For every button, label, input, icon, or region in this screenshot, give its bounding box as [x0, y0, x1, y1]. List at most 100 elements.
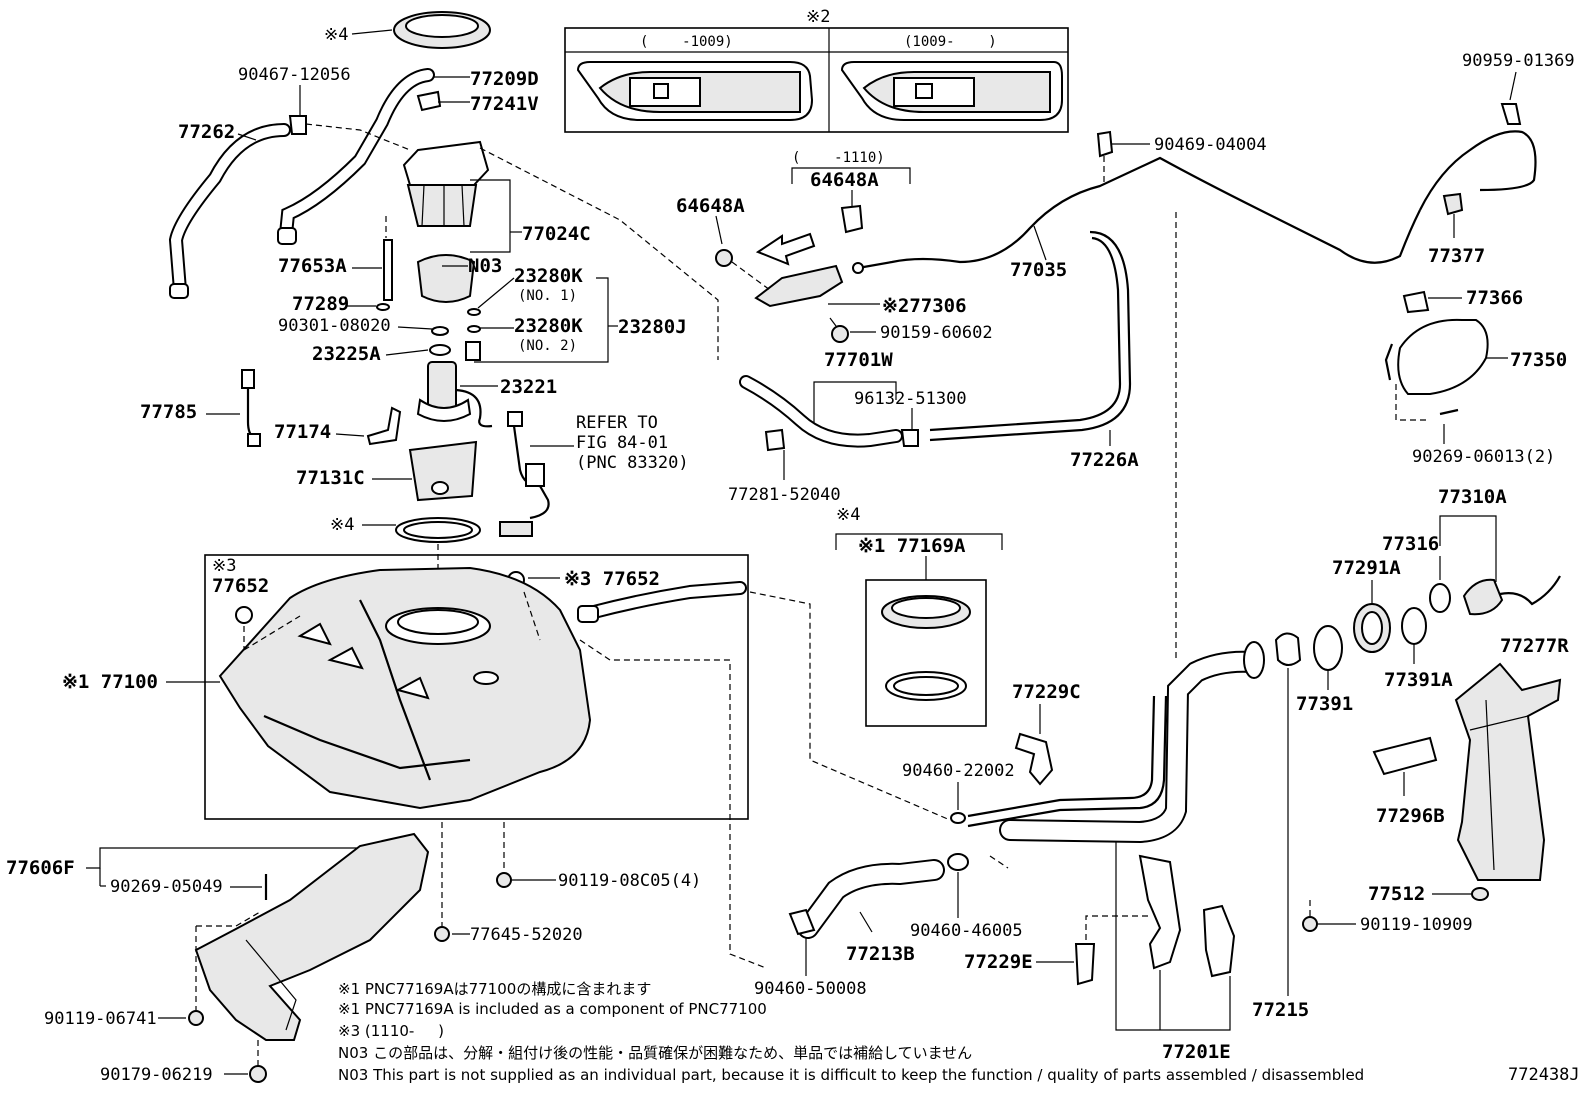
label-23280K-no1-sub: (NO. 1) — [518, 288, 577, 304]
label-77377: 77377 — [1428, 245, 1485, 267]
sensor-pipe — [383, 239, 393, 301]
label-mark4-mid: ※4 — [330, 515, 354, 535]
label-77241V: 77241V — [470, 93, 539, 115]
clamp-96132 — [900, 429, 919, 447]
connector-77785 — [241, 369, 255, 389]
clamp-90460-50008 — [788, 908, 816, 936]
label-77310A: 77310A — [1438, 486, 1507, 508]
ring-77391A — [1401, 607, 1427, 645]
note-1-jp: ※1 PNC77169Aは77100の構成に含まれます — [338, 980, 651, 998]
tank-frame — [204, 554, 749, 820]
inset-right-range: (1009- ) — [904, 34, 997, 50]
bolt-90119-08C05 — [496, 872, 512, 888]
bracket-77201E-b — [1202, 904, 1236, 978]
label-77306: ※277306 — [882, 295, 967, 317]
label-77606F: 77606F — [6, 857, 75, 879]
label-90119-06741: 90119-06741 — [44, 1009, 157, 1029]
label-77035: 77035 — [1010, 259, 1067, 281]
fuel-pump-icon-left — [653, 83, 669, 99]
tank-protector: 77606F 90269-05049 90119-08C05(4) 77645-… — [6, 822, 701, 1085]
note-n03-en: N03 This part is not supplied as an indi… — [338, 1066, 1364, 1084]
tank-ring-kit: ※4 ※1 77169A — [835, 505, 1003, 727]
label-90460-22002: 90460-22002 — [902, 761, 1015, 781]
label-23280K-no2-sub: (NO. 2) — [518, 338, 577, 354]
note-1-en: ※1 PNC77169A is included as a component … — [338, 1000, 767, 1018]
bracket-77296B — [1372, 736, 1438, 776]
inset-fuel-door-opener: ※2 ( -1009) (1009- ) — [564, 7, 1069, 133]
label-23280K-no2: 23280K — [514, 315, 583, 337]
label-64648A-left: 64648A — [676, 195, 745, 217]
inset-mark: ※2 — [806, 7, 830, 27]
clip-90467 — [288, 115, 307, 135]
label-23225A: 23225A — [312, 343, 381, 365]
label-77281-52040: 77281-52040 — [728, 485, 841, 505]
label-range-1110: ( -1110) — [792, 150, 885, 166]
label-90269-06013: 90269-06013(2) — [1412, 447, 1555, 467]
fuel-tank: ※3 77652 ※3 77652 ※1 77100 — [62, 554, 951, 969]
label-77277R: 77277R — [1500, 635, 1569, 657]
label-77296B: 77296B — [1376, 805, 1445, 827]
label-77291A: 77291A — [1332, 557, 1401, 579]
inset-left-range: ( -1009) — [640, 34, 733, 50]
label-23280J: 23280J — [618, 316, 687, 338]
label-96132-51300: 96132-51300 — [854, 389, 967, 409]
vent-hoses-group: 77701W 96132-51300 77281-52040 77226A — [728, 212, 1177, 660]
label-90179-06219: 90179-06219 — [100, 1065, 213, 1085]
label-77169A: ※1 77169A — [858, 535, 966, 557]
label-77391A: 77391A — [1384, 669, 1453, 691]
label-77652-left: 77652 — [212, 575, 269, 597]
label-N03: N03 — [468, 255, 502, 277]
fuel-filler-door — [1397, 318, 1489, 395]
arrow-icon — [755, 232, 816, 266]
opener-lever — [754, 264, 844, 308]
label-90467-12056: 90467-12056 — [238, 65, 351, 85]
label-77391: 77391 — [1296, 693, 1353, 715]
clamp-90460-22002 — [950, 812, 966, 824]
kit-frame — [865, 579, 987, 727]
fuel-sender — [499, 521, 533, 537]
label-90959-01369: 90959-01369 — [1462, 51, 1575, 71]
label-77289: 77289 — [292, 293, 349, 315]
note-3: ※3 (1110- ) — [338, 1022, 444, 1040]
fuel-opener-cable-group: ( -1110) 64648A 64648A ※277306 90159-606… — [676, 51, 1575, 467]
label-77316: 77316 — [1382, 533, 1439, 555]
label-90301-08020: 90301-08020 — [278, 316, 391, 336]
bracket-77229C — [1014, 732, 1054, 786]
label-64648A-top: 64648A — [810, 169, 879, 191]
note-n03-jp: N03 この部品は、分解・組付け後の性能・品質確保が困難なため、単品では補給して… — [338, 1044, 972, 1062]
gasket-77316 — [1429, 583, 1451, 613]
label-refer-to: REFER TO — [576, 413, 658, 433]
label-77226A: 77226A — [1070, 449, 1139, 471]
fuel-filter — [416, 254, 476, 303]
label-90460-46005: 90460-46005 — [910, 921, 1023, 941]
clip-77215 — [1274, 632, 1302, 666]
bracket-77201E-a — [1138, 854, 1182, 970]
pump-cup — [408, 440, 478, 502]
label-77024C: 77024C — [522, 223, 591, 245]
label-77350: 77350 — [1510, 349, 1567, 371]
label-77653A: 77653A — [278, 255, 347, 277]
label-mark4-top: ※4 — [324, 25, 348, 45]
protector-body — [194, 832, 430, 1041]
fuel-door-opener-left — [576, 61, 814, 121]
label-23280K-no1: 23280K — [514, 265, 583, 287]
label-90119-10909: 90119-10909 — [1360, 915, 1473, 935]
bracket-77229E — [1074, 943, 1096, 986]
fuel-door-opener-right — [840, 61, 1063, 121]
ring-77391 — [1313, 625, 1343, 671]
label-refer-pnc: (PNC 83320) — [576, 453, 689, 473]
label-77229E: 77229E — [964, 951, 1033, 973]
plug-77512 — [1471, 887, 1489, 901]
diagram-id: 772438J — [1508, 1065, 1580, 1085]
label-77213B: 77213B — [846, 943, 915, 965]
footnotes: ※1 PNC77169Aは77100の構成に含まれます ※1 PNC77169A… — [338, 980, 1580, 1085]
fuel-pump-motor — [427, 361, 457, 411]
label-90269-05049: 90269-05049 — [110, 877, 223, 897]
label-90119-08C05: 90119-08C05(4) — [558, 871, 701, 891]
label-77174: 77174 — [274, 421, 331, 443]
label-77100: ※1 77100 — [62, 671, 158, 693]
nut-90179 — [249, 1065, 267, 1083]
label-77215: 77215 — [1252, 999, 1309, 1021]
pump-cover — [402, 140, 490, 186]
